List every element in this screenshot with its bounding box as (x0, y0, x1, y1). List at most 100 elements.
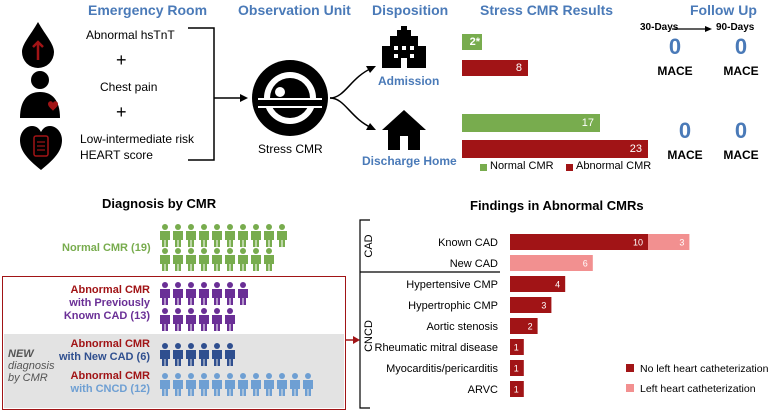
person-icon-normal (251, 224, 261, 247)
category-label: Known CAD (438, 237, 498, 249)
findings-title: Findings in Abnormal CMRs (470, 198, 644, 213)
stress-cmr-label: Stress CMR (258, 142, 323, 156)
cncd-line1: Abnormal CMR (70, 370, 150, 382)
person-icon-normal (225, 224, 235, 247)
person-icon-newcad (199, 343, 209, 366)
person-icon-cncd (277, 373, 287, 396)
discharge-abnormal-bar: 23 (462, 140, 648, 158)
admission-normal-bar: 2* (462, 34, 482, 50)
new-sub2: by CMR (8, 372, 48, 384)
category-label: New CAD (450, 258, 498, 270)
header-stress-cmr-results: Stress CMR Results (480, 2, 614, 18)
er-item-heart-score: HEART score (80, 148, 153, 162)
header-emergency-room: Emergency Room (88, 2, 208, 18)
bar-value-label: 2 (528, 322, 533, 332)
person-icon-normal (199, 224, 209, 247)
new-cad-line1: Abnormal CMR (70, 338, 150, 350)
admission-90-day-mace: 0 (734, 34, 748, 59)
person-icon-cncd (186, 373, 196, 396)
person-icon-cncd (303, 373, 313, 396)
admission-abnormal-bar: 8 (462, 60, 528, 76)
person-icon-cncd (251, 373, 261, 396)
person-icon-prev (238, 282, 248, 305)
person-icon-normal (238, 248, 248, 271)
mri-scanner-icon (252, 60, 328, 136)
discharge-30-day-mace: 0 (678, 118, 692, 143)
legend-swatch-abnormal (566, 164, 573, 171)
person-icon-normal (212, 224, 222, 247)
discharge-normal-bar: 17 (462, 114, 600, 132)
blood-drop-icon (22, 22, 54, 68)
category-label: Aortic stenosis (426, 321, 498, 333)
new-cad-line2: with New CAD (6) (58, 351, 150, 363)
person-icon-prev (186, 282, 196, 305)
person-icon-prev (173, 308, 183, 331)
person-icon-normal (173, 224, 183, 247)
legend-swatch (626, 384, 634, 392)
admission-30-day-mace: 0 (668, 34, 682, 59)
bar-segment (510, 276, 566, 292)
plus-sign-2: + (116, 102, 127, 122)
person-icon-newcad (225, 343, 235, 366)
category-label: Myocarditis/pericarditis (386, 363, 498, 375)
person-icon-prev (173, 282, 183, 305)
person-icon-prev (212, 308, 222, 331)
header-observation-unit: Observation Unit (238, 2, 351, 18)
person-icon-newcad (173, 343, 183, 366)
person-icon-normal (199, 248, 209, 271)
mace-label-4: MACE (723, 148, 759, 162)
bar-value-label: 4 (555, 280, 560, 290)
plus-sign: + (116, 50, 127, 70)
person-icon-cncd (199, 373, 209, 396)
category-label: Rheumatic mitral disease (375, 342, 499, 354)
person-icon-normal (173, 248, 183, 271)
cncd-label: Abnormal CMR with CNCD (12) (40, 370, 150, 396)
admission-label: Admission (378, 74, 440, 88)
person-icon-cncd (225, 373, 235, 396)
person-icon-cncd (290, 373, 300, 396)
mace-label-3: MACE (667, 148, 703, 162)
bar-segment (510, 255, 593, 271)
legend-abnormal: Abnormal CMR (576, 160, 652, 172)
group-label-cncd: CNCD (363, 320, 375, 352)
person-icon-prev (225, 308, 235, 331)
legend-label: Left heart catheterization (640, 383, 756, 395)
new-cad-label: Abnormal CMR with New CAD (6) (40, 338, 150, 364)
person-chest-pain-icon (20, 71, 60, 118)
group-label-cad: CAD (363, 234, 375, 257)
person-icon-newcad (186, 343, 196, 366)
group-bracket (359, 219, 370, 409)
bar-segment (510, 339, 524, 355)
legend-swatch-normal (480, 164, 487, 171)
bar-segment (510, 360, 524, 376)
person-icon-cncd (160, 373, 170, 396)
house-icon (382, 110, 426, 150)
bar-segment (510, 381, 524, 397)
person-icon-prev (186, 308, 196, 331)
person-icon-prev (199, 282, 209, 305)
category-label: ARVC (468, 384, 498, 396)
bar-segment (510, 318, 538, 334)
person-icon-prev (225, 282, 235, 305)
header-follow-up: Follow Up (690, 2, 757, 18)
category-label: Hypertensive CMP (406, 279, 498, 291)
prev-known-cad-line1: Abnormal CMR (70, 284, 150, 296)
person-icon-normal (186, 248, 196, 271)
hospital-icon (382, 26, 426, 68)
person-icon-cncd (173, 373, 183, 396)
person-icon-normal (264, 224, 274, 247)
er-item-risk: Low-intermediate risk (80, 132, 195, 146)
person-icon-prev (160, 282, 170, 305)
person-icon-normal (212, 248, 222, 271)
mace-label-1: MACE (657, 64, 693, 78)
new-diagnosis-shading (4, 334, 344, 408)
bar-segment (510, 234, 648, 250)
person-icon-newcad (212, 343, 222, 366)
new-word: NEW (8, 348, 34, 360)
person-icon-normal (251, 248, 261, 271)
new-sub1: diagnosis (8, 360, 55, 372)
